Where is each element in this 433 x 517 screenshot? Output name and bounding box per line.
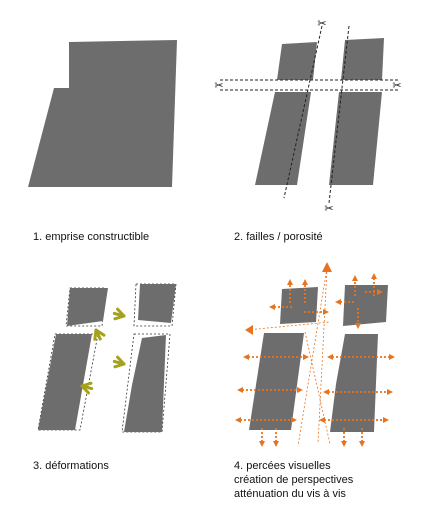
caption-line: création de perspectives [234, 474, 354, 486]
block-bottom-right [330, 334, 378, 432]
deformed-block-top-left [67, 288, 108, 326]
panel-4-percees [235, 262, 395, 447]
scissors-icon: ✂ [392, 79, 401, 92]
caption-line: 1. emprise constructible [33, 231, 150, 243]
sight-line [304, 331, 331, 445]
block-top-left [280, 287, 318, 324]
sight-line [317, 267, 328, 445]
sight-line [246, 321, 331, 331]
caption-panel-2: 2. failles / porosité [234, 230, 323, 244]
scissors-icon: ✂ [317, 17, 326, 30]
block-bottom-left [249, 333, 304, 430]
building-block-bottom-right [329, 92, 382, 185]
view-arrow-icon [245, 325, 253, 335]
caption-line: 4. percées visuelles [234, 460, 331, 472]
scissors-icon: ✂ [324, 202, 333, 215]
building-footprint [28, 40, 177, 187]
panel-2-failles: ✂ ✂ ✂ ✂ [214, 17, 401, 215]
building-block-top-left [277, 42, 317, 80]
caption-line: 2. failles / porosité [234, 231, 323, 243]
cut-line-diagonal-left [283, 25, 323, 199]
deformed-block-bottom-right [124, 335, 166, 432]
scissors-icon: ✂ [214, 79, 223, 92]
building-block-top-right [341, 38, 384, 80]
view-arrow-icon [322, 262, 332, 272]
caption-line: 3. déformations [33, 460, 109, 472]
deformation-arrow-icon [112, 355, 126, 369]
caption-line: atténuation du vis à vis [234, 488, 346, 500]
panel-1-emprise [28, 40, 177, 187]
caption-panel-4: 4. percées visuelles création de perspec… [234, 459, 353, 501]
deformation-arrow-icon [80, 381, 94, 395]
building-block-bottom-left [255, 92, 311, 185]
deformation-arrow-icon [112, 307, 126, 321]
caption-panel-3: 3. déformations [33, 459, 109, 473]
deformed-block-bottom-left [38, 334, 92, 430]
deformation-arrow-icon [93, 328, 106, 341]
panel-3-deformations [37, 283, 177, 433]
caption-panel-1: 1. emprise constructible [33, 230, 149, 244]
deformed-block-top-right [138, 284, 176, 323]
original-outline-bottom-right [121, 333, 171, 433]
